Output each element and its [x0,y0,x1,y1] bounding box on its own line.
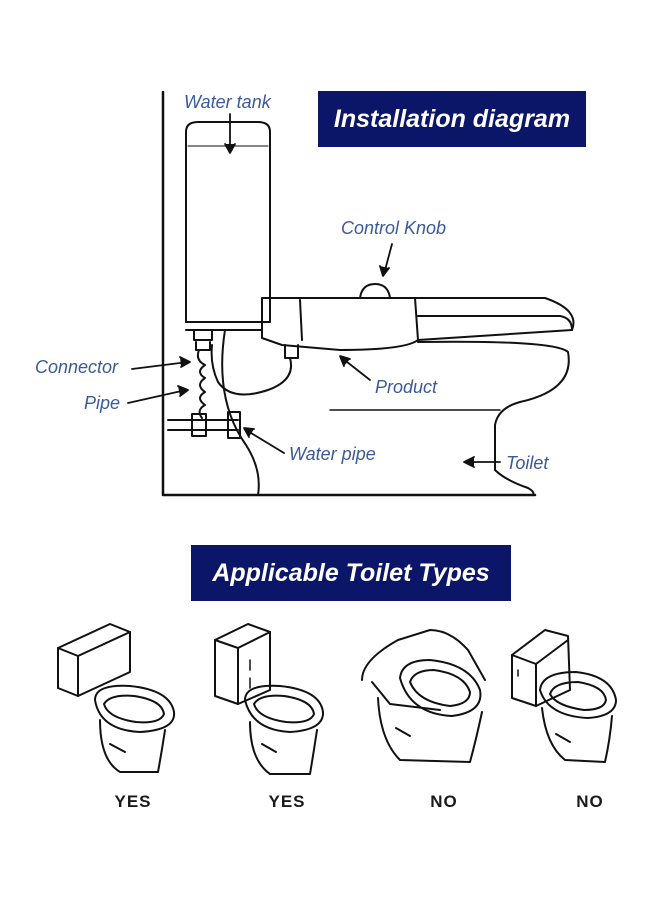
label-pipe: Pipe [84,393,120,414]
toilet-type-3-verdict: NO [404,792,484,812]
installation-diagram-title: Installation diagram [318,91,586,147]
toilet-one-piece-4 [512,630,616,762]
toilet-one-piece-2 [215,624,323,774]
label-water-tank: Water tank [184,92,271,113]
toilet-integrated-3 [362,630,485,762]
toilet-type-1-verdict: YES [93,792,173,812]
applicable-types-title: Applicable Toilet Types [191,545,511,601]
label-control-knob: Control Knob [341,218,446,239]
toilet-type-4-verdict: NO [550,792,630,812]
label-water-pipe: Water pipe [289,444,376,465]
toilet-two-piece-1 [58,624,174,772]
label-toilet: Toilet [506,453,548,474]
label-connector: Connector [35,357,118,378]
label-product: Product [375,377,437,398]
toilet-type-2-verdict: YES [247,792,327,812]
